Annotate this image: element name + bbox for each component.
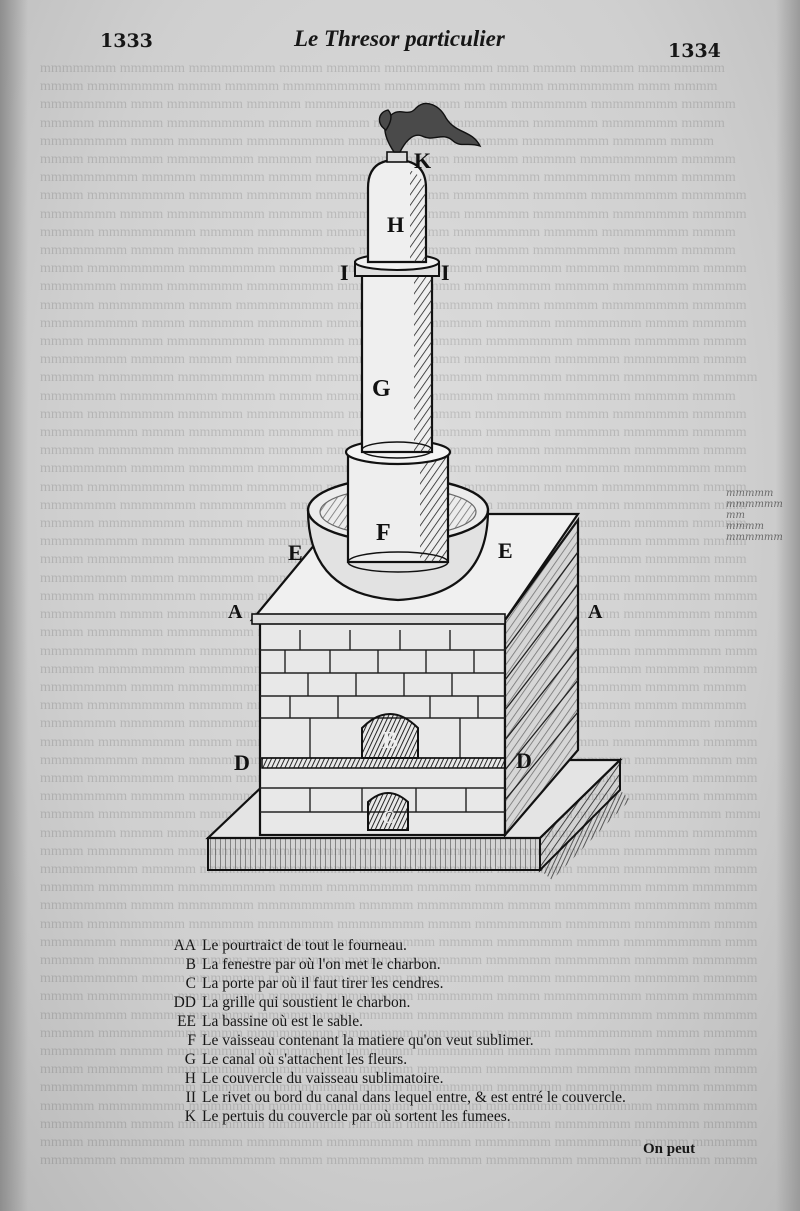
legend-text: La fenestre par où l'on met le charbon. bbox=[202, 956, 441, 973]
label-B: B bbox=[382, 728, 398, 754]
legend-item: F Le vaisseau contenant la matiere qu'on… bbox=[148, 1031, 708, 1050]
label-H: H bbox=[387, 212, 404, 237]
legend-text: La porte par où il faut tirer les cendre… bbox=[202, 975, 444, 992]
legend-item: G Le canal où s'attachent les fleurs. bbox=[148, 1050, 708, 1069]
legend-text: Le pourtraict de tout le fourneau. bbox=[202, 937, 407, 954]
furnace-illustration: K H I I G F E E A A B D D C bbox=[205, 102, 630, 880]
label-I-right: I bbox=[441, 260, 450, 285]
gutter-shadow bbox=[0, 0, 28, 1211]
page-edge-shadow bbox=[776, 0, 800, 1211]
smoke-plume bbox=[378, 102, 482, 153]
label-G: G bbox=[372, 376, 391, 402]
page-number-left: 1333 bbox=[100, 30, 153, 52]
legend-text: Le rivet ou bord du canal dans lequel en… bbox=[202, 1089, 626, 1106]
legend-key: F bbox=[187, 1032, 196, 1049]
vessel-lid bbox=[366, 151, 428, 264]
legend-text: Le pertuis du couvercle par où sortent l… bbox=[202, 1108, 511, 1125]
label-D-right: D bbox=[516, 748, 532, 773]
label-E-left: E bbox=[288, 540, 303, 565]
legend-text: Le canal où s'attachent les fleurs. bbox=[202, 1051, 408, 1068]
label-A-left: A bbox=[228, 601, 243, 623]
catchword: On peut bbox=[643, 1141, 696, 1157]
label-E-right: E bbox=[498, 538, 513, 563]
legend-key: C bbox=[185, 975, 196, 992]
legend-item: II Le rivet ou bord du canal dans lequel… bbox=[148, 1088, 708, 1107]
label-I-left: I bbox=[340, 260, 349, 285]
page-number-right: 1334 bbox=[668, 40, 721, 62]
label-A-right: A bbox=[588, 601, 603, 623]
legend-key: EE bbox=[177, 1013, 196, 1030]
legend-item: EE La bassine où est le sable. bbox=[148, 1012, 708, 1031]
legend-item: AA Le pourtraict de tout le fourneau. bbox=[148, 936, 708, 955]
legend-key: H bbox=[184, 1070, 196, 1087]
legend-text: La bassine où est le sable. bbox=[202, 1013, 363, 1030]
legend-key: II bbox=[185, 1089, 196, 1106]
legend-text: Le couvercle du vaisseau sublimatoire. bbox=[202, 1070, 444, 1087]
legend-key: G bbox=[184, 1051, 196, 1068]
legend-item: DD La grille qui soustient le charbon. bbox=[148, 993, 708, 1012]
legend-key: DD bbox=[173, 994, 196, 1011]
running-title: Le Thresor particulier bbox=[294, 26, 505, 51]
label-F: F bbox=[376, 520, 391, 546]
legend-item: B La fenestre par où l'on met le charbon… bbox=[148, 955, 708, 974]
legend-text: La grille qui soustient le charbon. bbox=[202, 994, 411, 1011]
legend-text: Le vaisseau contenant la matiere qu'on v… bbox=[202, 1032, 534, 1049]
legend-key: B bbox=[185, 956, 196, 973]
legend-item: H Le couvercle du vaisseau sublimatoire. bbox=[148, 1069, 708, 1088]
sublimation-canal bbox=[354, 253, 440, 459]
figure-legend: AA Le pourtraict de tout le fourneau. B … bbox=[148, 936, 708, 1126]
sublimation-vessel bbox=[344, 438, 452, 573]
legend-key: AA bbox=[173, 937, 196, 954]
label-C: C bbox=[382, 807, 395, 827]
label-K: K bbox=[414, 148, 431, 173]
label-D-left: D bbox=[234, 750, 250, 775]
legend-key: K bbox=[184, 1108, 196, 1125]
legend-item: C La porte par où il faut tirer les cend… bbox=[148, 974, 708, 993]
legend-item: K Le pertuis du couvercle par où sortent… bbox=[148, 1107, 708, 1126]
